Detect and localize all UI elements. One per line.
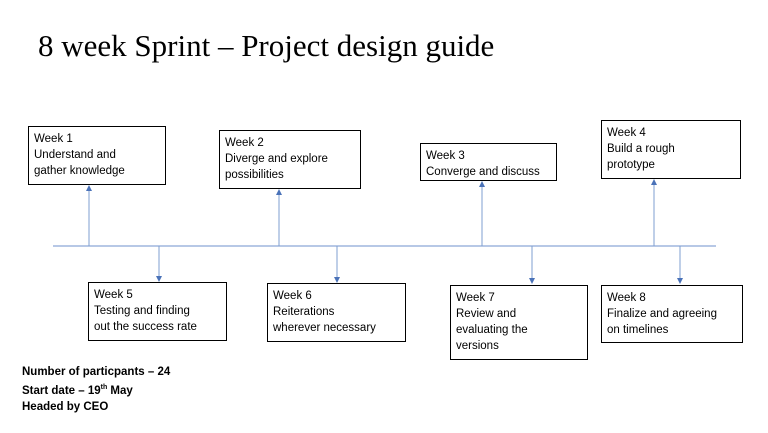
week-description: Converge and discuss bbox=[426, 166, 540, 178]
week-5-box: Week 5 Testing and finding out the succe… bbox=[88, 282, 227, 341]
week-description: versions bbox=[456, 340, 499, 352]
week-label: Week 5 bbox=[94, 289, 133, 301]
participants-count: Number of particpants – 24 bbox=[22, 366, 171, 378]
week-description: Finalize and agreeing bbox=[607, 308, 717, 320]
sprint-notes: Number of particpants – 24 Start date – … bbox=[22, 364, 170, 415]
start-date: Start date – 19th May bbox=[22, 380, 170, 399]
headed-by: Headed by CEO bbox=[22, 400, 109, 413]
week-description: out the success rate bbox=[94, 321, 197, 333]
week-label: Week 7 bbox=[456, 292, 495, 304]
week-description: prototype bbox=[607, 159, 655, 171]
week-8-box: Week 8 Finalize and agreeing on timeline… bbox=[601, 285, 743, 343]
week-label: Week 4 bbox=[607, 127, 646, 139]
week-description: Understand and bbox=[34, 149, 116, 161]
week-description: Build a rough bbox=[607, 143, 675, 155]
week-label: Week 3 bbox=[426, 150, 465, 162]
week-1-box: Week 1 Understand and gather knowledge bbox=[28, 126, 166, 185]
start-date-month: May bbox=[107, 384, 133, 397]
week-label: Week 6 bbox=[273, 290, 312, 302]
week-description: evaluating the bbox=[456, 324, 528, 336]
arrowhead-week-1 bbox=[86, 185, 92, 191]
week-description: on timelines bbox=[607, 324, 669, 336]
arrowhead-week-4 bbox=[651, 179, 657, 185]
week-3-box: Week 3 Converge and discuss bbox=[420, 143, 557, 181]
arrowhead-week-3 bbox=[479, 181, 485, 187]
arrowhead-week-6 bbox=[334, 277, 340, 283]
week-label: Week 1 bbox=[34, 133, 73, 145]
week-description: possibilities bbox=[225, 169, 284, 181]
week-description: gather knowledge bbox=[34, 165, 125, 177]
week-description: Reiterations bbox=[273, 306, 335, 318]
week-6-box: Week 6 Reiterations wherever necessary bbox=[267, 283, 406, 342]
week-label: Week 8 bbox=[607, 292, 646, 304]
week-description: Testing and finding bbox=[94, 305, 190, 317]
week-description: Diverge and explore bbox=[225, 153, 328, 165]
arrowhead-week-2 bbox=[276, 189, 282, 195]
arrowhead-week-7 bbox=[529, 278, 535, 284]
start-date-prefix: Start date – 19 bbox=[22, 384, 101, 397]
page-title: 8 week Sprint – Project design guide bbox=[38, 28, 495, 63]
start-date-ordinal: th bbox=[100, 384, 108, 391]
arrowhead-week-5 bbox=[156, 276, 162, 282]
arrowhead-week-8 bbox=[677, 278, 683, 284]
week-4-box: Week 4 Build a rough prototype bbox=[601, 120, 741, 179]
week-description: wherever necessary bbox=[273, 322, 376, 334]
week-description: Review and bbox=[456, 308, 517, 320]
week-label: Week 2 bbox=[225, 137, 264, 149]
week-2-box: Week 2 Diverge and explore possibilities bbox=[219, 130, 361, 189]
week-7-box: Week 7 Review and evaluating the version… bbox=[450, 285, 588, 360]
